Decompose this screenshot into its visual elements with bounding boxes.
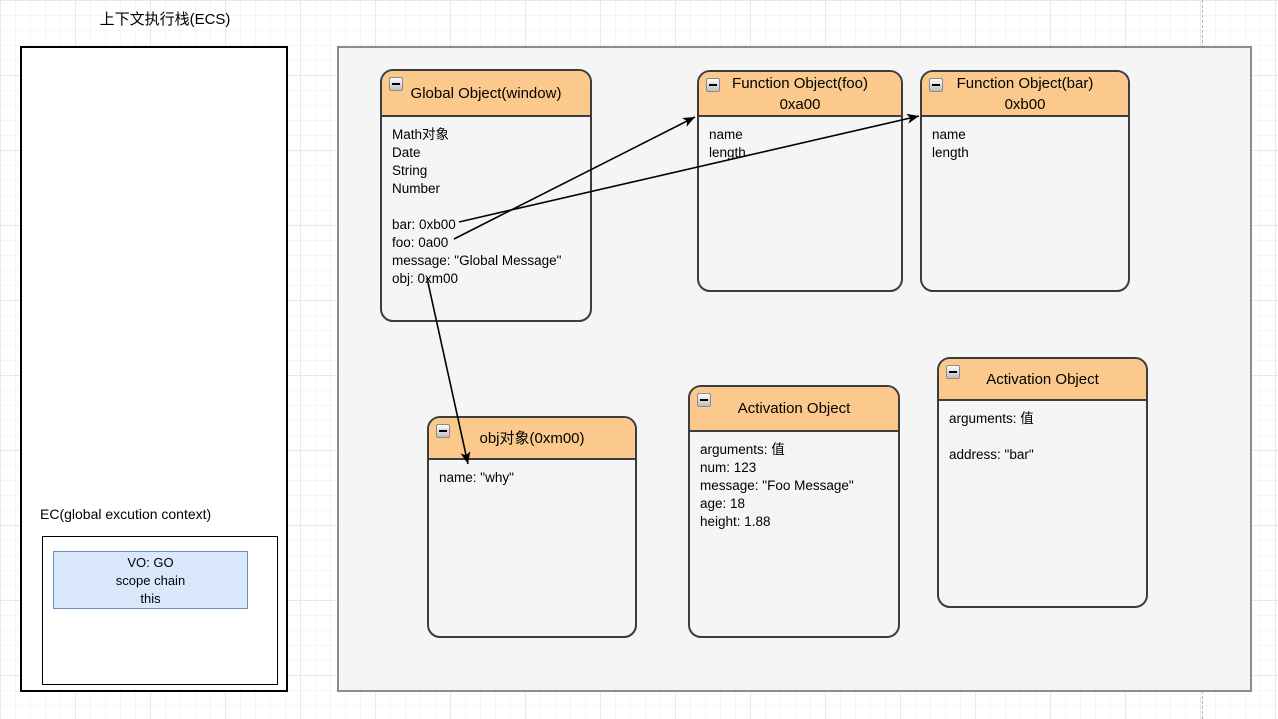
node-body-line: height: 1.88 xyxy=(700,514,771,529)
node-body-line: address: "bar" xyxy=(949,447,1034,462)
node-header: Global Object(window) xyxy=(382,71,590,117)
node-title: Function Object(bar) xyxy=(956,74,1094,92)
collapse-icon[interactable] xyxy=(929,78,943,92)
vo-line: scope chain xyxy=(115,573,186,588)
node-body: arguments: 值 num: 123 message: "Foo Mess… xyxy=(690,432,898,531)
node-body-line: foo: 0a00 xyxy=(392,235,449,250)
ec-label: EC(global excution context) xyxy=(40,506,212,522)
node-body: arguments: 值 address: "bar" xyxy=(939,401,1146,464)
node-obj-object[interactable]: obj对象(0xm00) name: "why" xyxy=(427,416,637,638)
collapse-icon[interactable] xyxy=(436,424,450,438)
collapse-icon[interactable] xyxy=(697,393,711,407)
node-body-line: name: "why" xyxy=(439,470,514,485)
node-body-line: obj: 0xm00 xyxy=(392,271,459,286)
node-global-object[interactable]: Global Object(window) Math对象 Date String… xyxy=(380,69,592,322)
node-body-line: name xyxy=(932,127,966,142)
node-body-line xyxy=(392,198,580,216)
node-body-line xyxy=(949,428,1136,446)
node-header: Function Object(bar) 0xb00 xyxy=(922,72,1128,117)
node-body-line: num: 123 xyxy=(700,460,757,475)
node-title: Activation Object xyxy=(737,400,851,417)
node-body-line: Number xyxy=(392,181,441,196)
node-body-line: length xyxy=(709,145,746,160)
node-body-line: bar: 0xb00 xyxy=(392,217,456,232)
node-body-line: length xyxy=(932,145,969,160)
node-body: Math对象 Date String Number bar: 0xb00 foo… xyxy=(382,117,590,288)
vo-line: this xyxy=(140,591,161,606)
node-function-object-bar[interactable]: Function Object(bar) 0xb00 name length xyxy=(920,70,1130,292)
collapse-icon[interactable] xyxy=(946,365,960,379)
node-subtitle: 0xa00 xyxy=(779,95,821,113)
node-body-line: arguments: 值 xyxy=(700,442,785,457)
node-header: Activation Object xyxy=(939,359,1146,401)
node-header: obj对象(0xm00) xyxy=(429,418,635,460)
collapse-icon[interactable] xyxy=(706,78,720,92)
ecs-stack-box[interactable]: EC(global excution context) VO: GO scope… xyxy=(20,46,288,692)
node-body: name length xyxy=(922,117,1128,162)
ec-inner-box[interactable]: VO: GO scope chain this xyxy=(42,536,278,685)
ecs-stack-title: 上下文执行栈(ECS) xyxy=(99,11,231,28)
node-body-line: age: 18 xyxy=(700,496,746,511)
node-body: name length xyxy=(699,117,901,162)
node-header: Activation Object xyxy=(690,387,898,432)
node-function-object-foo[interactable]: Function Object(foo) 0xa00 name length xyxy=(697,70,903,292)
node-header: Function Object(foo) 0xa00 xyxy=(699,72,901,117)
vo-box[interactable]: VO: GO scope chain this xyxy=(53,551,248,609)
node-body-line: arguments: 值 xyxy=(949,411,1034,426)
node-title: Function Object(foo) xyxy=(732,74,868,92)
node-body-line: name xyxy=(709,127,743,142)
node-title: obj对象(0xm00) xyxy=(479,429,585,447)
node-body-line: Date xyxy=(392,145,421,160)
node-subtitle: 0xb00 xyxy=(1004,95,1046,113)
node-body-line: Math对象 xyxy=(392,127,450,142)
node-body-line: message: "Foo Message" xyxy=(700,478,854,493)
node-body-line: String xyxy=(392,163,428,178)
node-body-line: message: "Global Message" xyxy=(392,253,562,268)
vo-line: VO: GO xyxy=(127,555,174,570)
node-activation-object-foo[interactable]: Activation Object arguments: 值 num: 123 … xyxy=(688,385,900,638)
node-title: Global Object(window) xyxy=(410,84,562,102)
node-title: Activation Object xyxy=(986,370,1099,388)
collapse-icon[interactable] xyxy=(389,77,403,91)
node-body: name: "why" xyxy=(429,460,635,487)
node-activation-object-bar[interactable]: Activation Object arguments: 值 address: … xyxy=(937,357,1148,608)
